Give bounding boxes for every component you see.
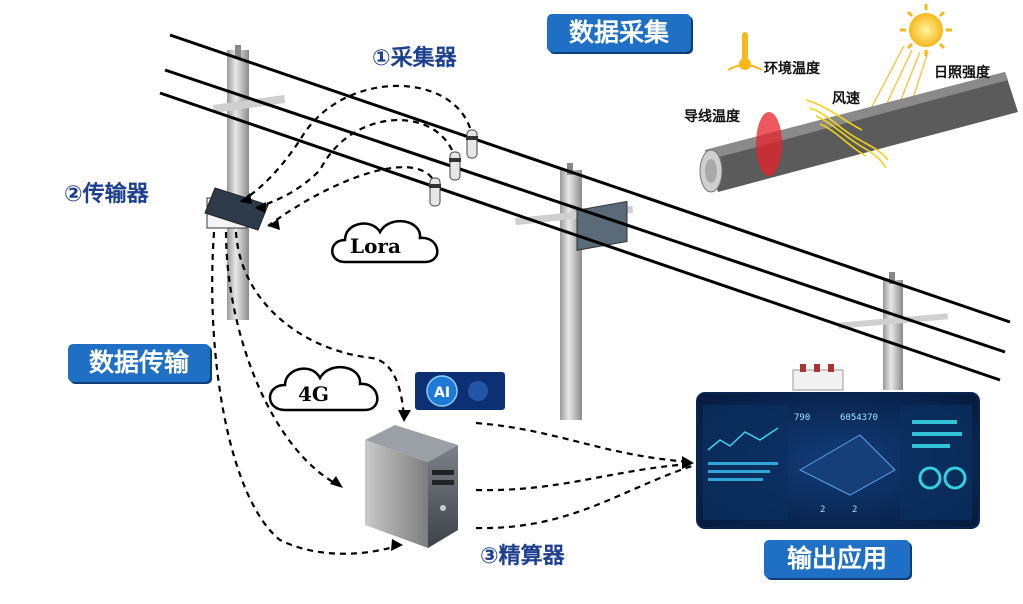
wind-lines [805,99,889,169]
data-flow-paths [211,84,693,555]
collector-label: ①采集器 [372,46,457,71]
dashboard-counter-left: 790 [794,413,810,423]
data-collection-badge: 数据采集 [547,14,691,52]
ambient-temperature-label: 环境温度 [764,61,820,77]
calculator-label: ③精算器 [480,544,565,569]
4g-cloud-icon [268,365,379,412]
utility-pole-3 [837,272,949,390]
sun-icon [900,4,952,56]
dashboard-screen-icon [696,364,980,529]
dashboard-stat-left: 2 [820,505,825,515]
server-tower-icon [365,425,458,548]
output-application-badge: 输出应用 [764,540,910,578]
conductor-cable [699,72,1018,193]
thermometer-icon [727,32,763,71]
transmitter-label: ②传输器 [64,182,149,207]
lora-label: Lora [350,234,401,258]
4g-label: 4G [298,382,329,406]
transmitter-box [204,187,269,231]
utility-pole-2 [515,163,634,420]
line-sensor-2 [449,151,461,181]
line-sensor-3 [429,177,441,207]
conductor-temperature-label: 导线温度 [684,109,740,125]
ai-icon [415,372,505,410]
power-lines [159,33,1011,382]
ai-label: AI [434,385,450,401]
data-transmission-badge: 数据传输 [68,344,210,382]
lora-cloud-icon [331,219,439,264]
line-sensor-1 [466,129,478,159]
dashboard-counter-right: 6054370 [840,413,878,423]
dashboard-stat-right: 2 [852,505,857,515]
sunlight-intensity-label: 日照强度 [934,65,990,81]
arrowheads [240,193,694,551]
wind-speed-label: 风速 [832,91,860,107]
